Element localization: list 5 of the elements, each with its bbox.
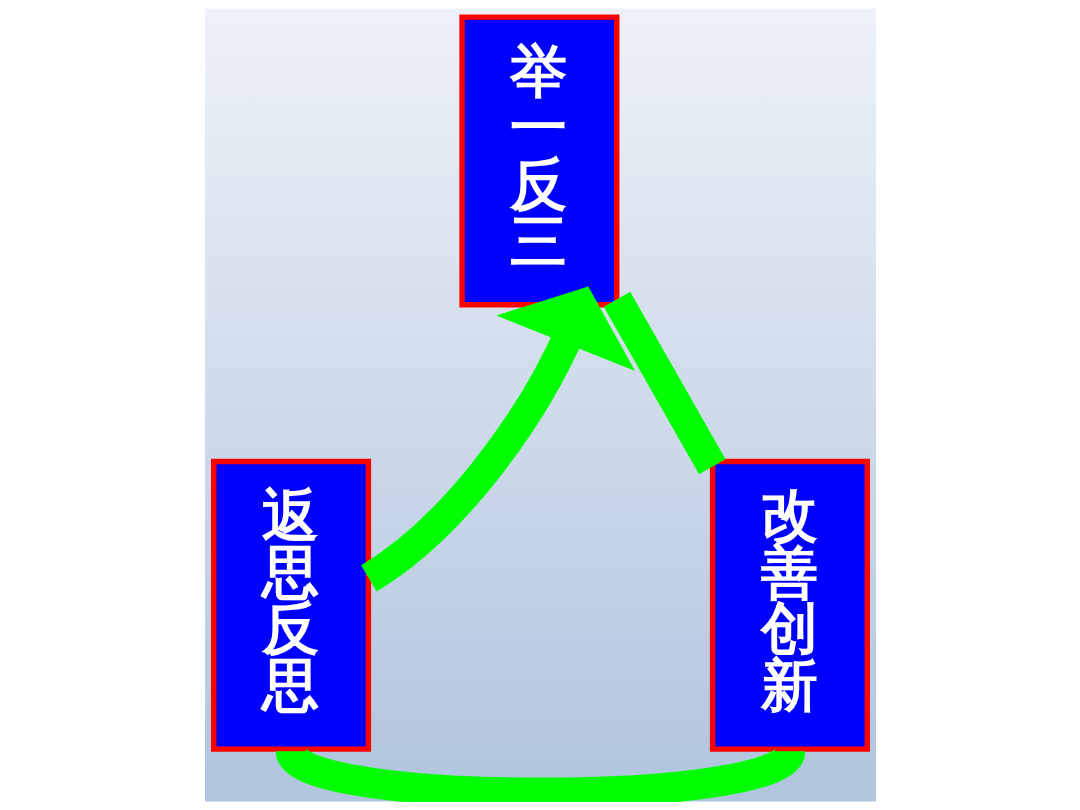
node-box: 返思反思	[210, 458, 371, 752]
arrow	[360, 286, 635, 592]
node-box: 改善创新	[709, 458, 870, 752]
node-box: 举一反三	[458, 14, 619, 308]
connector	[603, 291, 726, 475]
